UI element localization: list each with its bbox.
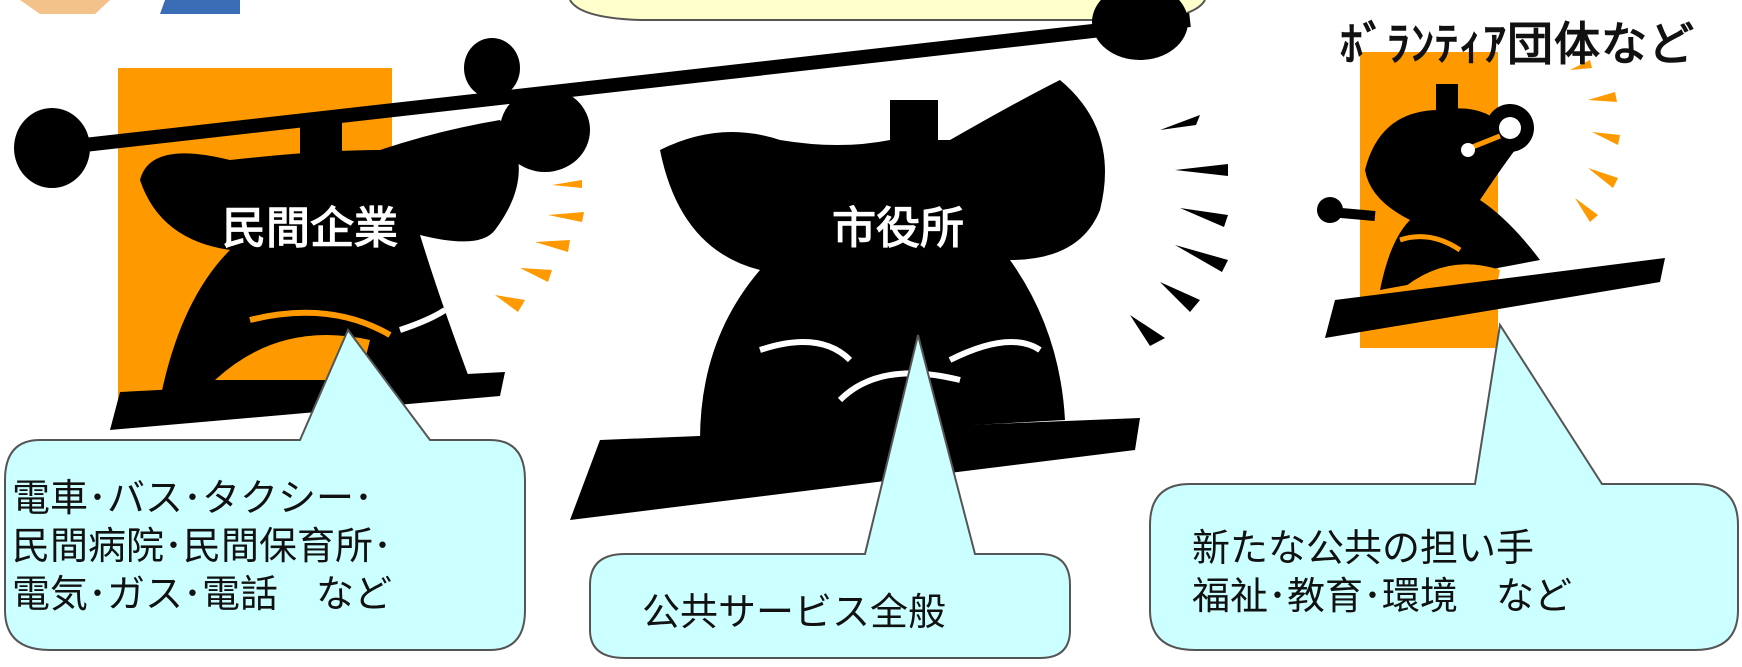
city-hall-weightlifter-silhouette-icon	[660, 80, 1105, 440]
city-hall-bubble-text: 公共サービス全般	[642, 588, 946, 636]
volunteer-bubble-line: 福祉･教育･環境 など	[1192, 574, 1573, 618]
private-platform	[110, 372, 505, 430]
private-bubble-line: 民間病院･民間保育所･	[12, 524, 393, 568]
private-weightlifter-silhouette-icon	[140, 118, 519, 400]
volunteer-bubble-line: 新たな公共の担い手	[1192, 526, 1535, 570]
private-bubble-line: 電気･ガス･電話 など	[12, 572, 393, 616]
top-banner-bubble-edge	[569, 0, 1206, 21]
volunteer-bubble-text: 新たな公共の担い手 福祉･教育･環境 など	[1192, 524, 1572, 620]
volunteer-effort-ray-icons	[1570, 60, 1620, 222]
small-weightlifter-icon	[1317, 84, 1540, 300]
private-bubble-text: 電車･バス･タクシー･ 民間病院･民間保育所･ 電気･ガス･電話 など	[12, 474, 392, 618]
volunteer-platform	[1325, 258, 1665, 338]
city-hall-effort-ray-icons	[1130, 115, 1228, 346]
city-hall-speech-bubble	[589, 334, 1071, 659]
person-illustration-fragment	[20, 0, 240, 14]
city-hall-platform	[570, 418, 1140, 520]
barbell-icon	[14, 0, 1191, 188]
private-speech-bubble	[4, 328, 526, 651]
private-effort-ray-icons	[495, 180, 584, 312]
city-hall-bubble-line: 公共サービス全般	[642, 590, 947, 634]
private-company-label: 民間企業	[222, 203, 398, 254]
volunteer-speech-bubble	[1149, 322, 1739, 651]
volunteer-group-heading: ﾎﾞﾗﾝﾃｨｱ団体など	[1340, 17, 1695, 71]
private-bubble-line: 電車･バス･タクシー･	[12, 476, 374, 520]
city-hall-label: 市役所	[832, 203, 964, 254]
